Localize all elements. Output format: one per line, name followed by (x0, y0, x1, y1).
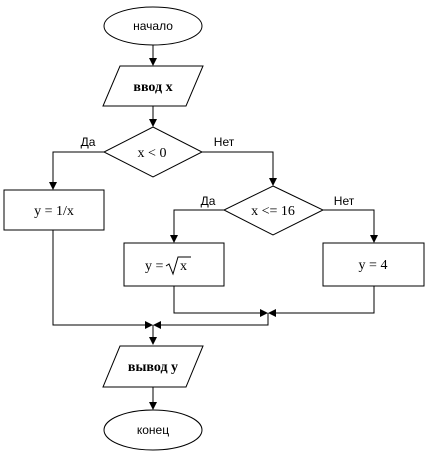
arrowhead (145, 321, 153, 329)
arrowhead (149, 337, 157, 345)
process-sqrt-box (123, 242, 225, 287)
arrowhead (149, 119, 157, 127)
arrowhead (153, 321, 161, 329)
arrowheads (49, 58, 378, 410)
input-label: ввод x (133, 80, 172, 95)
process-sqrt-arg: x (180, 259, 187, 274)
start-ellipse (103, 6, 203, 46)
arrowhead (49, 182, 57, 190)
arrowhead (260, 309, 268, 317)
process-right: y = 4 (322, 242, 425, 287)
process-sqrt-lhs: y = (145, 259, 167, 274)
arrowhead (170, 235, 178, 243)
process-right-box (322, 242, 425, 287)
decision-2-no-label: Нет (334, 194, 355, 208)
connector-cond1-yes (52, 151, 104, 184)
process-left: y = 1/x (3, 189, 105, 231)
decision-1-yes-label: Да (81, 135, 96, 149)
decision-2-yes-label: Да (201, 194, 216, 208)
decision-2: x <= 16 Да Нет (201, 185, 355, 236)
decision-1-diamond (102, 126, 204, 178)
arrowhead (149, 58, 157, 66)
connectors (52, 45, 375, 403)
connector-cond2-yes (173, 209, 224, 237)
end-ellipse (103, 409, 203, 451)
start-label: начало (133, 19, 173, 33)
connector-cond1-no (202, 151, 274, 180)
process-right-label: y = 4 (359, 258, 388, 273)
arrowhead (149, 402, 157, 410)
decision-1-no-label: Нет (214, 135, 235, 149)
decision-2-label: x <= 16 (251, 204, 295, 219)
connector-four-merge (276, 286, 375, 314)
connector-inner-merge (160, 313, 269, 326)
connector-left-merge (52, 230, 146, 326)
decision-2-diamond (222, 185, 325, 236)
process-left-box (3, 189, 105, 231)
output-label: вывод y (128, 360, 178, 375)
decision-1-label: x < 0 (138, 146, 167, 161)
output-parallelogram (102, 345, 204, 388)
decision-1: x < 0 Да Нет (81, 126, 235, 178)
sqrt-radical-icon (165, 256, 191, 276)
arrowhead (269, 178, 277, 186)
arrowhead (370, 235, 378, 243)
input-node: ввод x (102, 65, 204, 107)
connector-sqrt-merge (173, 286, 263, 314)
end-node: конец (103, 409, 203, 451)
process-left-label: y = 1/x (34, 204, 74, 219)
output-node: вывод y (102, 345, 204, 388)
end-label: конец (137, 423, 169, 437)
process-sqrt: y = x (123, 242, 225, 287)
input-parallelogram (102, 65, 204, 107)
start-node: начало (103, 6, 203, 46)
arrowhead (268, 309, 276, 317)
connector-cond2-no (323, 209, 375, 237)
